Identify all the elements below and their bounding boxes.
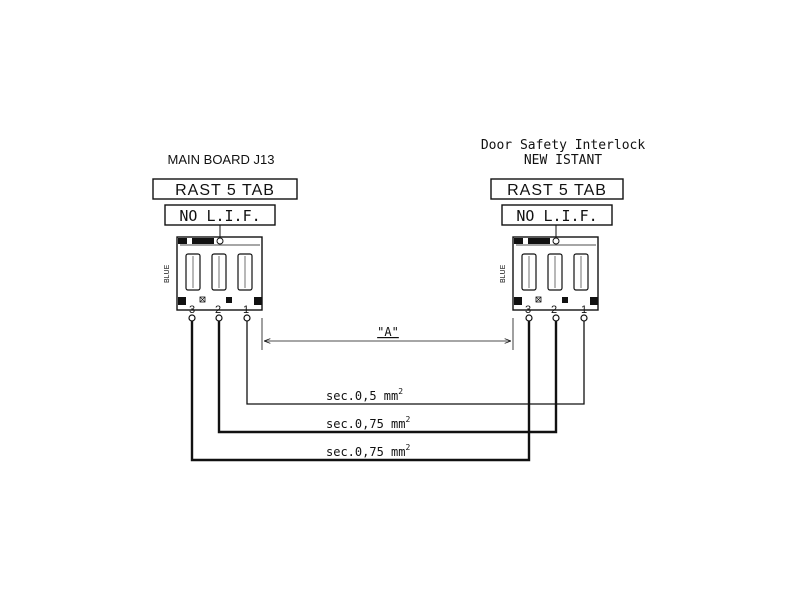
wire-label-2: sec.0,75 mm2: [326, 415, 410, 431]
left-pin-label-1: 1: [243, 304, 249, 316]
right-pin-label-1: 1: [581, 304, 587, 316]
left-pin-2: [215, 314, 223, 322]
left-type-label: RAST 5 TAB: [175, 182, 275, 199]
right-lif-label: NO L.I.F.: [516, 207, 597, 225]
right-pin-1: [580, 314, 588, 322]
right-pin-label-3: 3: [525, 304, 531, 316]
wires: [190, 321, 585, 462]
right-type-label-box: [490, 178, 624, 200]
left-side-label: BLUE: [164, 264, 171, 283]
right-connector-title-line2: NEW ISTANT: [524, 153, 602, 168]
left-pin-3: [188, 314, 196, 322]
dimension-a: "A": [261, 318, 514, 350]
left-pin-1: [243, 314, 251, 322]
wire-pin3: [190, 321, 531, 462]
left-connector-housing: [176, 225, 263, 311]
right-pin-label-2: 2: [551, 304, 557, 316]
left-connector-title: MAIN BOARD J13: [168, 152, 275, 167]
wire-label-3: sec.0,75 mm2: [326, 443, 410, 459]
left-connector: MAIN BOARD J13 RAST 5 TAB NO L.I.F.: [152, 152, 298, 322]
right-pin-3: [525, 314, 533, 322]
right-pin-2: [552, 314, 560, 322]
left-pin-label-3: 3: [189, 304, 195, 316]
right-side-label: BLUE: [500, 264, 507, 283]
wire-pin1: [246, 321, 585, 405]
right-connector: Door Safety Interlock NEW ISTANT RAST 5 …: [481, 138, 646, 322]
left-lif-label: NO L.I.F.: [179, 207, 260, 225]
right-lif-label-box: [501, 204, 613, 226]
dimension-label: "A": [377, 325, 399, 339]
right-connector-housing: [512, 225, 599, 311]
left-pin-label-2: 2: [215, 304, 221, 316]
right-type-label: RAST 5 TAB: [507, 182, 607, 199]
wire-pin2: [217, 321, 558, 434]
left-type-label-box: [152, 178, 298, 200]
right-connector-title-line1: Door Safety Interlock: [481, 138, 646, 153]
wire-label-1: sec.0,5 mm2: [326, 387, 403, 403]
